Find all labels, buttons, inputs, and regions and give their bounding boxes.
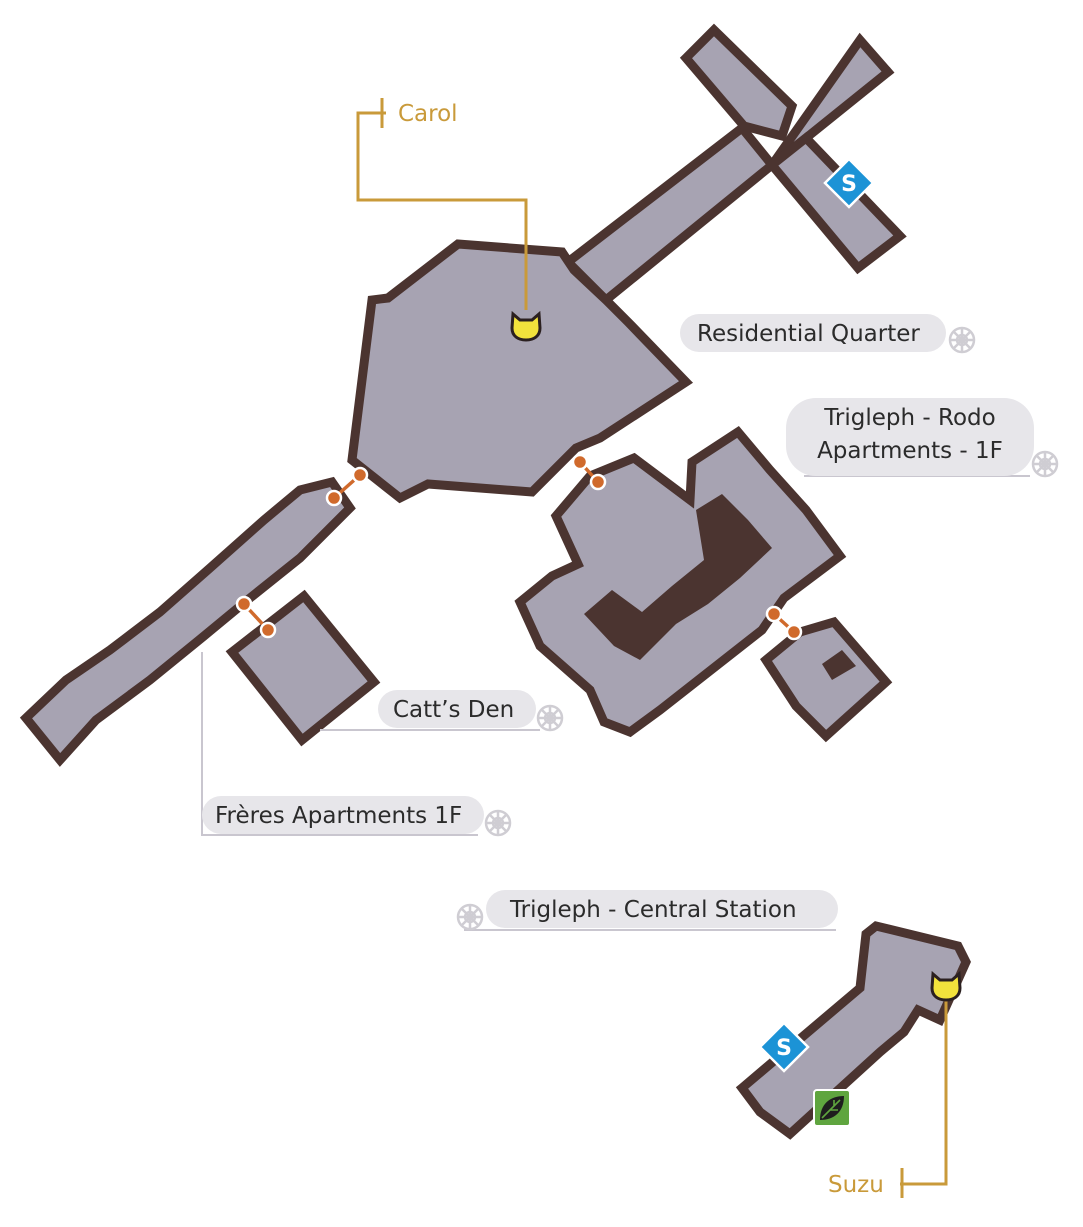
doors — [235, 453, 803, 641]
npc-label-suzu: Suzu — [828, 1172, 884, 1198]
rodo-inner-wall-a — [584, 494, 772, 660]
svg-text:S: S — [776, 1036, 792, 1061]
area-label-central-station[interactable]: Trigleph - Central Station — [486, 890, 838, 928]
suzu-leader — [900, 994, 948, 1186]
central-station-room — [735, 921, 971, 1140]
map-rooms — [19, 23, 971, 1140]
area-label-rodo-apartments[interactable]: Trigleph - Rodo Apartments - 1F — [786, 398, 1034, 476]
catts-den-room — [225, 589, 381, 747]
gear-icon[interactable] — [484, 809, 512, 837]
svg-text:Frères Apartments 1F: Frères Apartments 1F — [215, 803, 462, 829]
cat-npc-icon[interactable] — [510, 310, 542, 342]
door-connector-icon[interactable] — [235, 595, 277, 639]
door-connector-icon[interactable] — [325, 466, 369, 507]
cross-corridor-upper-arm — [679, 23, 798, 142]
residential-hall — [347, 239, 694, 504]
svg-text:Trigleph - Central Station: Trigleph - Central Station — [509, 897, 797, 923]
carol-leader — [356, 111, 528, 310]
npc-label-carol: Carol — [398, 101, 458, 127]
rodo-annex-inner — [822, 650, 856, 680]
door-connector-icon[interactable] — [571, 453, 607, 491]
svg-text:Residential Quarter: Residential Quarter — [697, 321, 920, 347]
gear-icon[interactable] — [456, 903, 484, 931]
cross-corridor-lower-arm — [765, 131, 907, 275]
svg-text:Catt’s Den: Catt’s Den — [393, 697, 514, 723]
freres-leader — [201, 652, 478, 836]
leaf-shop-icon[interactable] — [813, 1089, 851, 1127]
save-point-icon[interactable]: S — [758, 1021, 810, 1073]
save-point-icon[interactable]: S — [823, 157, 875, 209]
svg-text:S: S — [841, 172, 857, 197]
area-label-catts-den[interactable]: Catt’s Den — [378, 690, 536, 728]
door-connector-icon[interactable] — [765, 605, 803, 641]
gear-icon[interactable] — [948, 326, 976, 354]
cross-corridor-diagonal — [561, 121, 779, 307]
area-label-residential-quarter[interactable]: Residential Quarter — [680, 314, 946, 352]
area-label-freres-apartments[interactable]: Frères Apartments 1F — [202, 796, 484, 834]
gear-icon[interactable] — [1031, 450, 1059, 478]
svg-text:Apartments - 1F: Apartments - 1F — [817, 438, 1003, 464]
cat-npc-icon[interactable] — [930, 970, 962, 1002]
rodo-annex-room — [760, 616, 893, 743]
svg-text:Trigleph - Rodo: Trigleph - Rodo — [823, 405, 995, 431]
gear-icon[interactable] — [536, 704, 564, 732]
